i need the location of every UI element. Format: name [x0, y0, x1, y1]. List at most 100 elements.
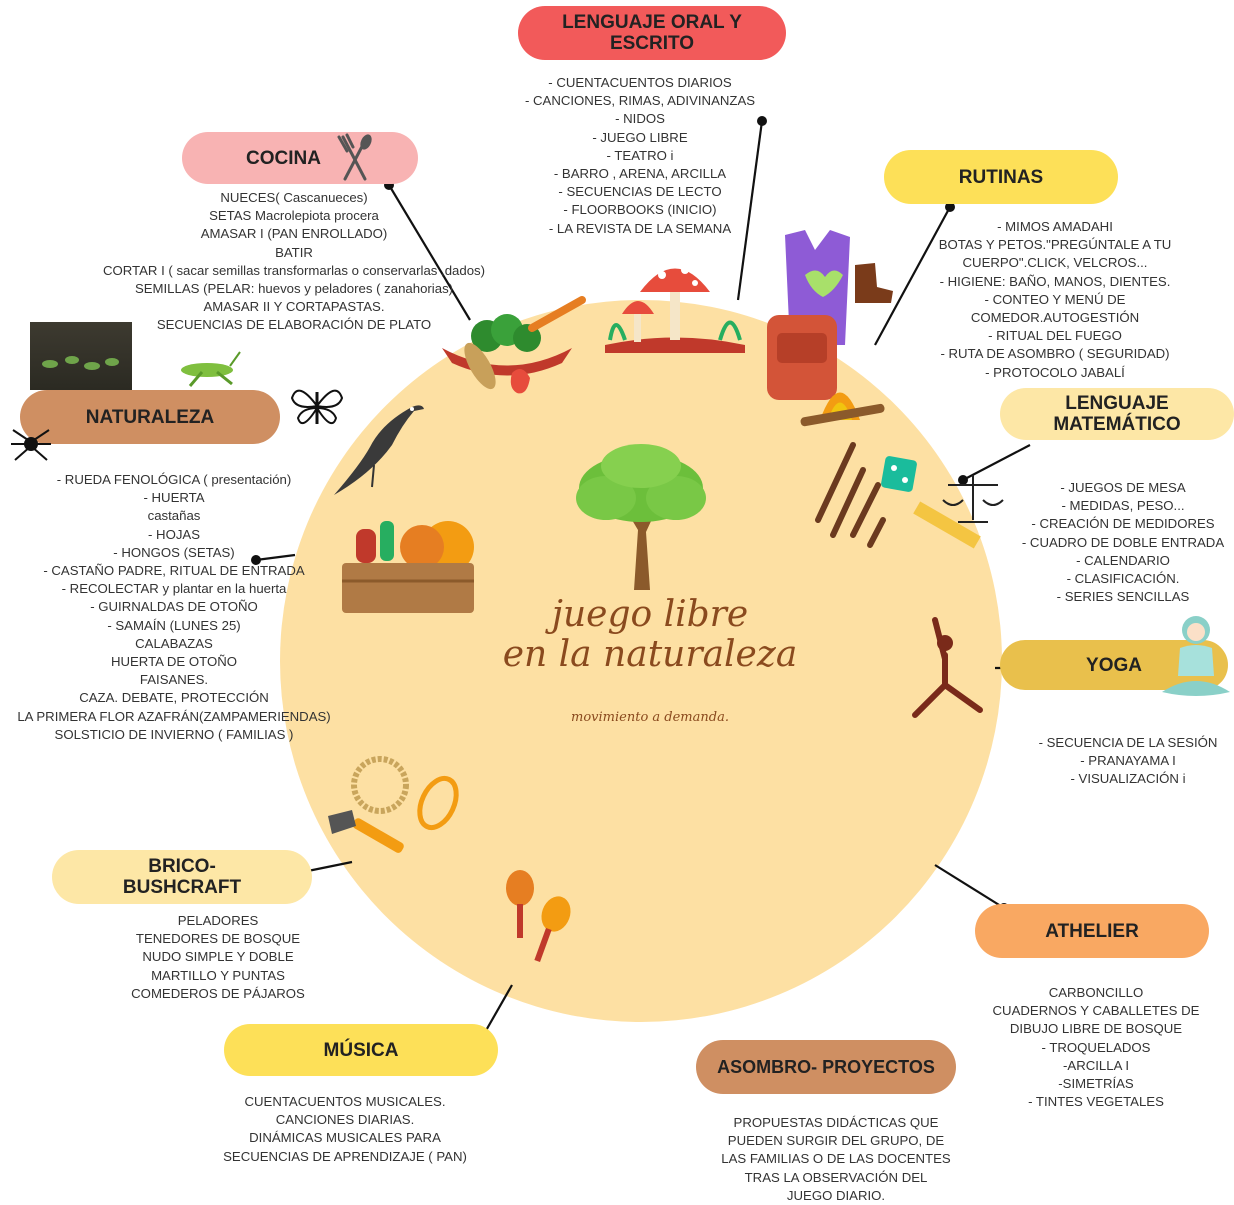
list-item: - MIMOS AMADAHI	[997, 219, 1113, 234]
brico-pill: BRICO- BUSHCRAFT	[52, 850, 312, 904]
list-item: SEMILLAS (PELAR: huevos y peladores ( za…	[134, 281, 454, 297]
list-item: - GUIRNALDAS DE OTOÑO	[90, 599, 258, 615]
athelier-pill: ATHELIER	[975, 904, 1209, 958]
list-item: COMEDOR.AUTOGESTIÓN	[970, 310, 1140, 326]
list-item: NUDO SIMPLE Y DOBLE	[142, 949, 294, 965]
matematico-list: - JUEGOS DE MESA - MEDIDAS, PESO... - CR…	[1018, 479, 1228, 606]
list-item: DIBUJO LIBRE DE BOSQUE	[1009, 1021, 1183, 1037]
list-item: - CREACIÓN DE MEDIDORES	[1031, 516, 1215, 532]
athelier-title: ATHELIER	[1045, 920, 1139, 942]
list-item: CALABAZAS	[135, 635, 213, 651]
athelier-list: CARBONCILLO CUADERNOS Y CABALLETES DE DI…	[990, 984, 1202, 1111]
list-item: - CUADRO DE DOBLE ENTRADA	[1021, 534, 1225, 550]
list-item: - TINTES VEGETALES	[1028, 1094, 1164, 1110]
list-item: - HUERTA	[143, 490, 205, 506]
list-item: DINÁMICAS MUSICALES PARA	[249, 1130, 441, 1146]
list-item: castañas	[147, 508, 201, 524]
list-item: BATIR	[275, 244, 313, 260]
vegetables-icon	[442, 296, 586, 394]
lenguaje-oral-title-2: ESCRITO	[609, 33, 695, 54]
list-item: -SIMETRÍAS	[1058, 1076, 1134, 1092]
list-item: -ARCILLA I	[1063, 1057, 1129, 1073]
list-item: - RUEDA FENOLÓGICA ( presentación)	[56, 472, 292, 487]
list-item: PUEDEN SURGIR DEL GRUPO, DE	[727, 1133, 945, 1149]
garden-photo	[30, 322, 132, 390]
center-subtitle: movimiento a demanda.	[571, 710, 729, 725]
list-item: TENEDORES DE BOSQUE	[135, 931, 301, 947]
list-item: - FLOORBOOKS (INICIO)	[563, 202, 717, 218]
list-item: SOLSTICIO DE INVIERNO ( FAMILIAS )	[54, 726, 294, 742]
lenguaje-oral-pill: LENGUAJE ORAL Y ESCRITO	[518, 6, 786, 60]
musica-title: MÚSICA	[323, 1039, 399, 1061]
list-item: - CANCIONES, RIMAS, ADIVINANZAS	[524, 93, 756, 109]
list-item: - CUENTACUENTOS DIARIOS	[548, 75, 732, 90]
musica-list: CUENTACUENTOS MUSICALES. CANCIONES DIARI…	[210, 1093, 480, 1166]
center-title-line2: en la naturaleza	[502, 634, 798, 675]
list-item: CAZA. DEBATE, PROTECCIÓN	[79, 690, 269, 706]
list-item: SECUENCIAS DE APRENDIZAJE ( PAN)	[223, 1148, 467, 1164]
list-item: - CASTAÑO PADRE, RITUAL DE ENTRADA	[43, 563, 305, 579]
center-title: juego libre en la naturaleza	[470, 595, 830, 675]
naturaleza-title: NATURALEZA	[85, 406, 215, 428]
center-title-line1: juego libre	[551, 594, 749, 635]
yoga-title: YOGA	[1086, 654, 1142, 676]
list-item: - JUEGOS DE MESA	[1060, 480, 1186, 495]
matematico-title-1: LENGUAJE	[1065, 393, 1169, 414]
list-item: - JUEGO LIBRE	[592, 129, 688, 145]
cocina-pill: COCINA	[182, 132, 418, 184]
hammer-icon	[328, 810, 404, 853]
list-item: CUERPO".CLICK, VELCROS...	[962, 255, 1148, 271]
musica-pill: MÚSICA	[224, 1024, 498, 1076]
cocina-list: NUECES( Cascanueces) SETAS Macrolepiota …	[84, 189, 504, 335]
list-item: - MEDIDAS, PESO...	[1061, 498, 1185, 514]
list-item: HUERTA DE OTOÑO	[110, 654, 238, 670]
rutinas-pill: RUTINAS	[884, 150, 1118, 204]
matematico-pill: LENGUAJE MATEMÁTICO	[1000, 388, 1234, 440]
list-item: - SECUENCIA DE LA SESIÓN	[1038, 735, 1218, 750]
list-item: AMASAR I (PAN ENROLLADO)	[200, 226, 388, 242]
list-item: - CONTEO Y MENÚ DE	[984, 291, 1126, 307]
brico-title-2: BUSHCRAFT	[122, 877, 242, 898]
list-item: - RECOLECTAR y plantar en la huerta	[61, 581, 287, 597]
naturaleza-list: - RUEDA FENOLÓGICA ( presentación) - HUE…	[14, 471, 334, 744]
list-item: AMASAR II Y CORTAPASTAS.	[203, 299, 385, 315]
list-item: CUADERNOS Y CABALLETES DE	[992, 1003, 1200, 1019]
list-item: - HONGOS (SETAS)	[113, 544, 235, 560]
list-item: BOTAS Y PETOS."PREGÚNTALE A TU	[938, 237, 1172, 253]
lenguaje-oral-list: - CUENTACUENTOS DIARIOS - CANCIONES, RIM…	[500, 74, 780, 238]
yoga-pose-icon	[912, 617, 983, 718]
tree-icon	[576, 444, 706, 590]
meditation-icon	[1162, 616, 1230, 696]
maracas-icon	[506, 870, 571, 963]
list-item: COMEDEROS DE PÁJAROS	[131, 985, 305, 1001]
list-item: - TEATRO i	[606, 147, 674, 163]
naturaleza-pill: NATURALEZA	[20, 390, 280, 444]
list-item: - SECUENCIAS DE LECTO	[558, 184, 722, 200]
butterfly-icon	[290, 389, 344, 425]
rutinas-list: - MIMOS AMADAHI BOTAS Y PETOS."PREGÚNTAL…	[930, 218, 1180, 382]
spider-icon	[11, 429, 51, 461]
brico-title-1: BRICO-	[148, 856, 216, 877]
lenguaje-oral-title-1: LENGUAJE ORAL Y	[562, 12, 742, 33]
list-item: - SAMAÍN (LUNES 25)	[107, 617, 241, 633]
list-item: - TROQUELADOS	[1041, 1039, 1151, 1055]
list-item: - CALENDARIO	[1076, 552, 1170, 568]
list-item: - HIGIENE: BAÑO, MANOS, DIENTES.	[939, 273, 1171, 289]
list-item: NUECES( Cascanueces)	[220, 190, 368, 205]
list-item: CANCIONES DIARIAS.	[275, 1112, 415, 1128]
list-item: - VISUALIZACIÓN i	[1070, 771, 1186, 787]
list-item: - LA REVISTA DE LA SEMANA	[548, 220, 732, 236]
list-item: MARTILLO Y PUNTAS	[151, 967, 285, 983]
list-item: JUEGO DIARIO.	[786, 1187, 886, 1203]
list-item: - SERIES SENCILLAS	[1056, 589, 1190, 605]
grasshopper-icon	[181, 351, 241, 387]
list-item: - CLASIFICACIÓN.	[1066, 571, 1180, 587]
yoga-list: - SECUENCIA DE LA SESIÓN - PRANAYAMA I -…	[1030, 734, 1226, 789]
rutinas-title: RUTINAS	[958, 166, 1044, 188]
list-item: SECUENCIAS DE ELABORACIÓN DE PLATO	[156, 317, 432, 333]
list-item: - HOJAS	[147, 526, 201, 542]
list-item: PROPUESTAS DIDÁCTICAS QUE	[733, 1115, 939, 1130]
list-item: LA PRIMERA FLOR AZAFRÁN(ZAMPAMERIENDAS)	[17, 708, 331, 724]
list-item: - RUTA DE ASOMBRO ( SEGURIDAD)	[940, 346, 1170, 362]
brico-list: PELADORES TENEDORES DE BOSQUE NUDO SIMPL…	[100, 912, 336, 1003]
